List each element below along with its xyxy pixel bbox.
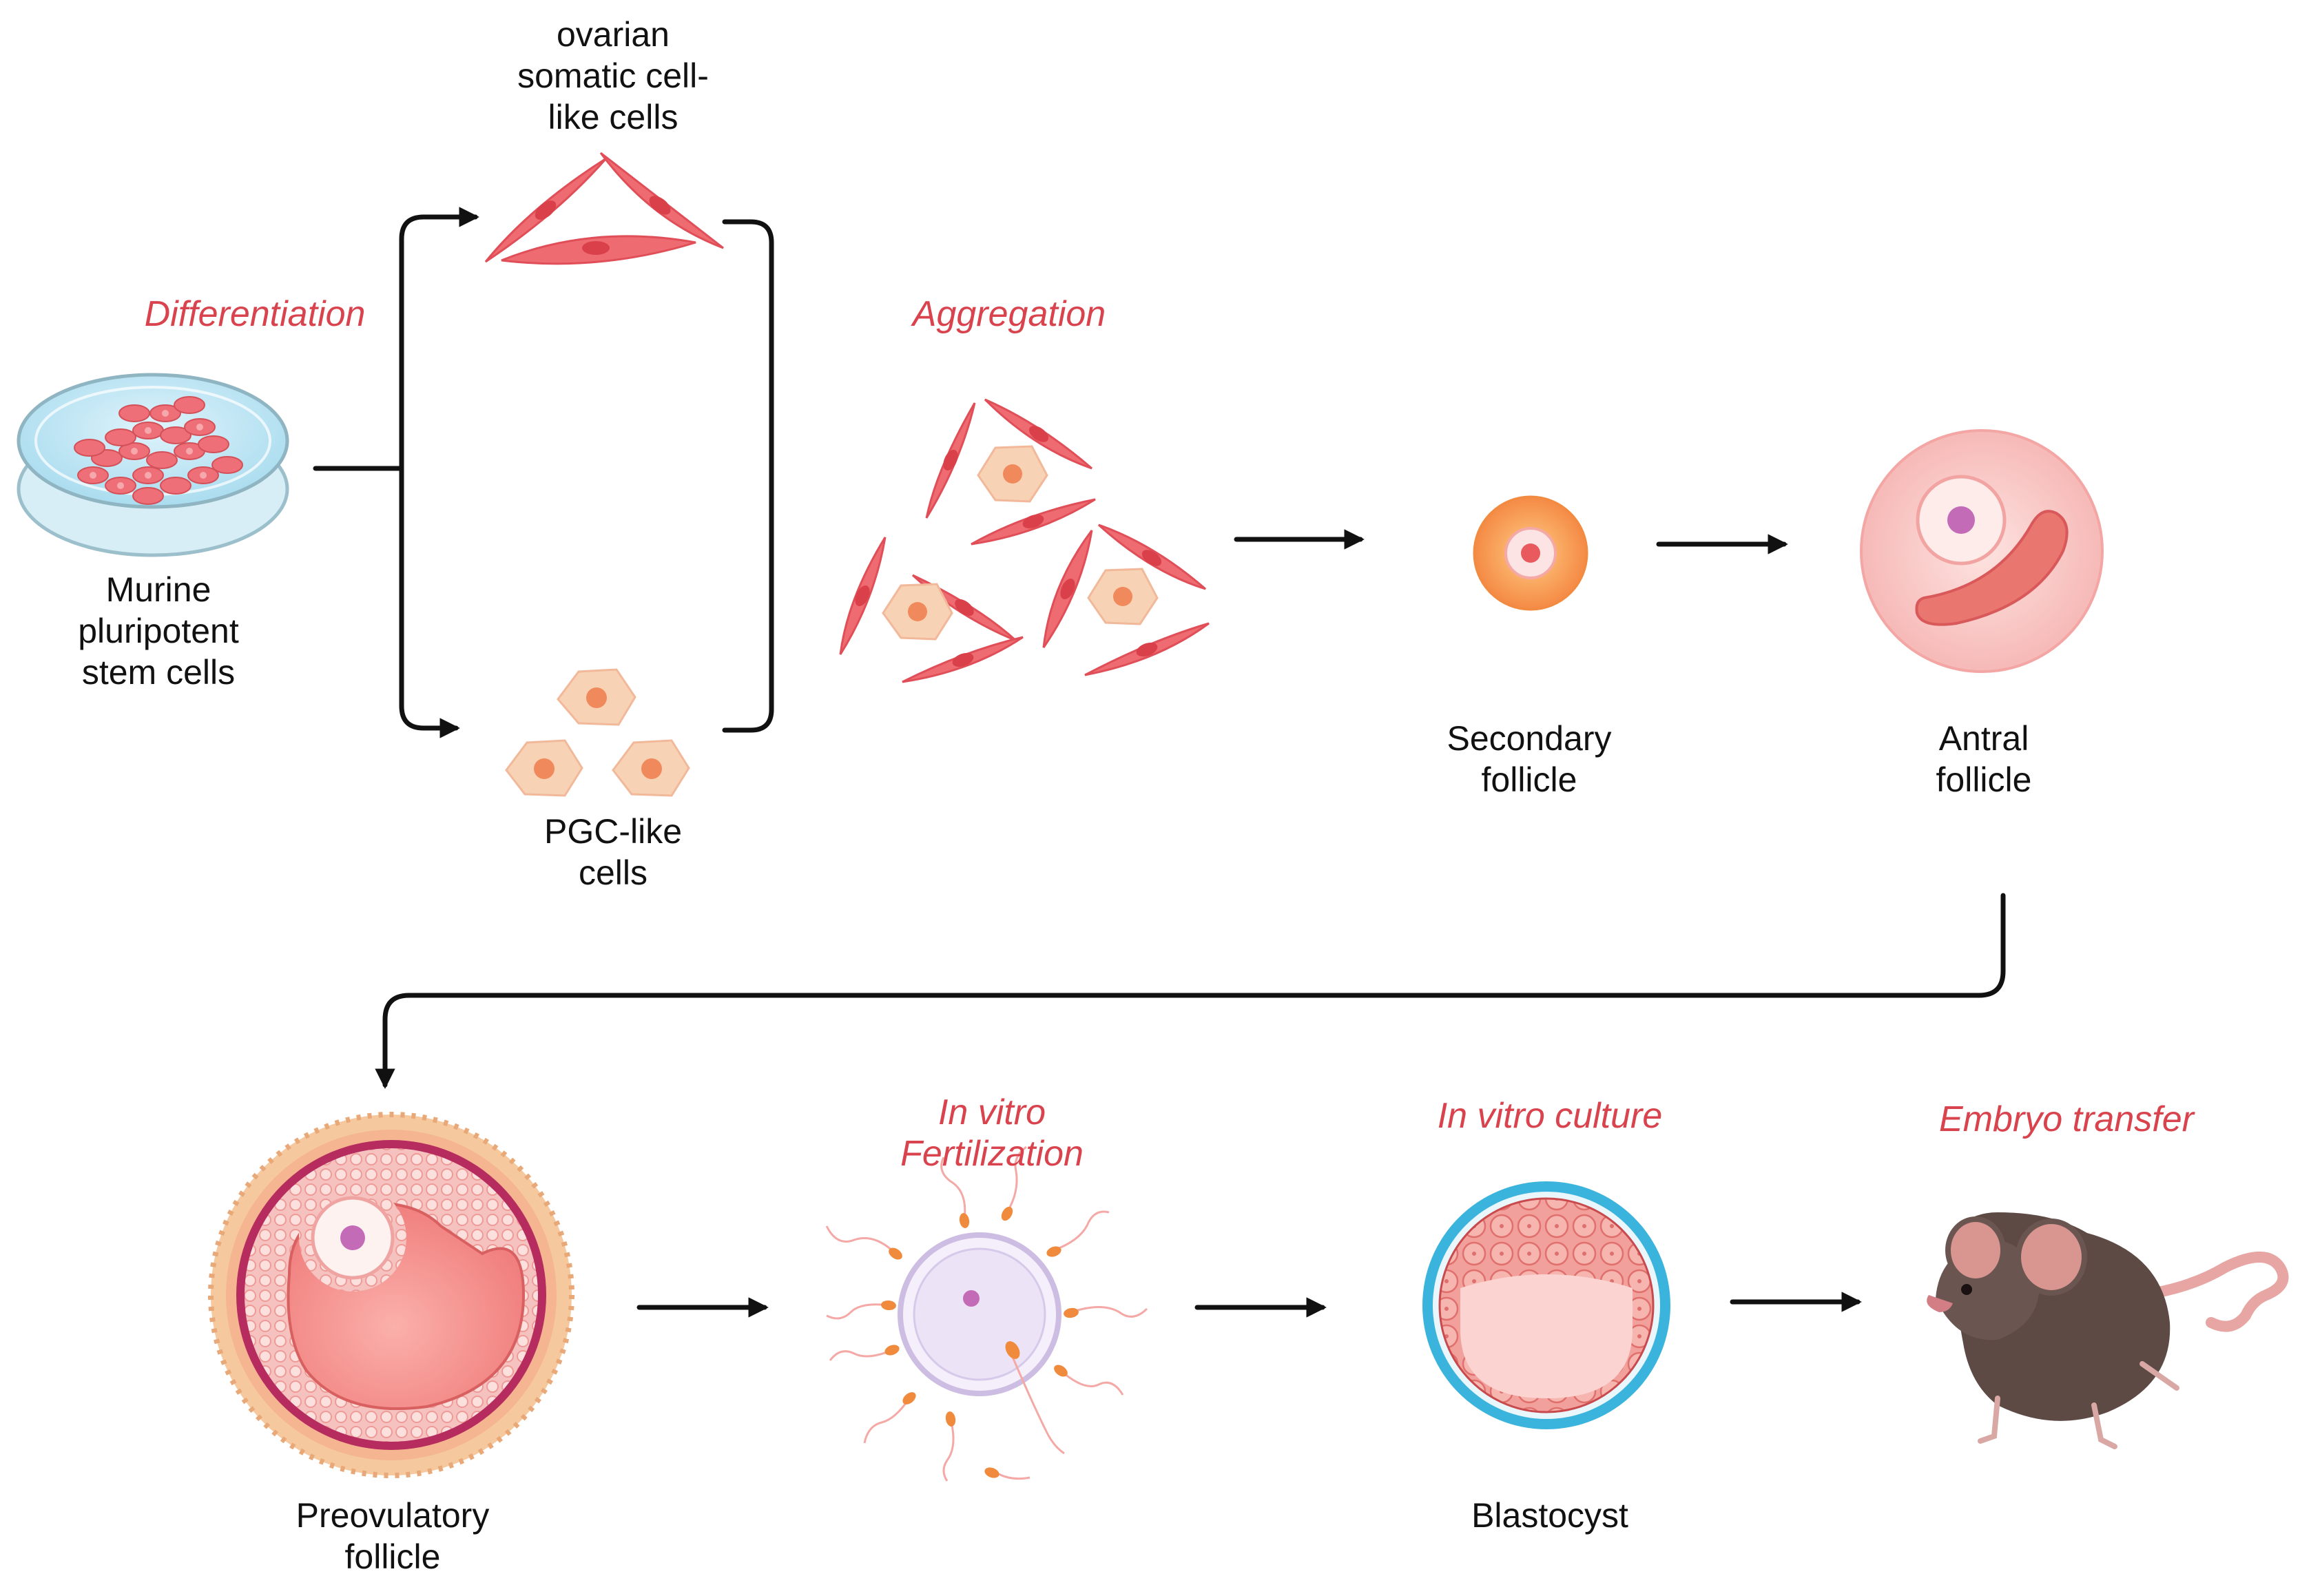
branch-bracket bbox=[399, 214, 478, 738]
label-line: ovarian bbox=[557, 15, 670, 54]
label-line: Secondary bbox=[1447, 719, 1612, 758]
label-murine-pluripotent-stem-cells: Murine pluripotent stem cells bbox=[28, 569, 289, 693]
label-line: Preovulatory bbox=[296, 1496, 490, 1535]
step-aggregation: Aggregation bbox=[871, 293, 1147, 335]
step-in-vitro-fertilization: In vitro Fertilization bbox=[854, 1092, 1130, 1174]
label-secondary-follicle: Secondary follicle bbox=[1405, 718, 1653, 800]
preovulatory-follicle-illustration bbox=[208, 1112, 574, 1478]
step-differentiation: Differentiation bbox=[110, 293, 400, 335]
step-text: Embryo transfer bbox=[1939, 1099, 2194, 1139]
label-line: cells bbox=[578, 853, 648, 892]
label-antral-follicle: Antral follicle bbox=[1874, 718, 2094, 800]
label-line: stem cells bbox=[81, 653, 236, 692]
mouse-illustration bbox=[1927, 1212, 2289, 1449]
step-in-vitro-culture: In vitro culture bbox=[1405, 1095, 1695, 1137]
label-line: pluripotent bbox=[78, 612, 239, 650]
pgc-nuclei bbox=[534, 687, 662, 779]
step-text: Differentiation bbox=[144, 294, 366, 334]
petri-dish-illustration bbox=[17, 373, 289, 557]
label-pgc-like-cells: PGC-like cells bbox=[503, 811, 723, 893]
label-line: follicle bbox=[1481, 760, 1577, 799]
label-line: Blastocyst bbox=[1471, 1496, 1628, 1535]
step-text: In vitro culture bbox=[1437, 1096, 1663, 1136]
label-line: somatic cell- bbox=[517, 56, 709, 95]
step-embryo-transfer: Embryo transfer bbox=[1915, 1099, 2218, 1140]
label-line: follicle bbox=[1936, 760, 2032, 799]
label-line: PGC-like bbox=[543, 812, 683, 851]
merge-bracket bbox=[722, 219, 774, 733]
label-line: Murine bbox=[105, 570, 211, 609]
label-ovarian-somatic-cell-like-cells: ovarian somatic cell- like cells bbox=[468, 14, 758, 138]
secondary-follicle-illustration bbox=[1473, 495, 1588, 611]
step-text: Fertilization bbox=[900, 1134, 1084, 1174]
step-text: In vitro bbox=[937, 1092, 1046, 1132]
antral-follicle-illustration bbox=[1860, 429, 2104, 673]
label-blastocyst: Blastocyst bbox=[1419, 1495, 1681, 1536]
label-preovulatory-follicle: Preovulatory follicle bbox=[262, 1495, 524, 1577]
connector-lines bbox=[313, 207, 2006, 1318]
aggregation-cluster-illustration bbox=[839, 398, 1210, 683]
label-line: like cells bbox=[548, 98, 678, 136]
in-vitro-fertilization-illustration bbox=[825, 1146, 1148, 1482]
step-text: Aggregation bbox=[912, 294, 1106, 334]
label-line: follicle bbox=[344, 1537, 441, 1576]
label-line: Antral bbox=[1938, 719, 2029, 758]
somatic-cell-like-cells-illustration bbox=[484, 152, 724, 265]
blastocyst-illustration bbox=[1422, 1181, 1670, 1429]
arrow-antral-preovulatory bbox=[375, 893, 2006, 1089]
